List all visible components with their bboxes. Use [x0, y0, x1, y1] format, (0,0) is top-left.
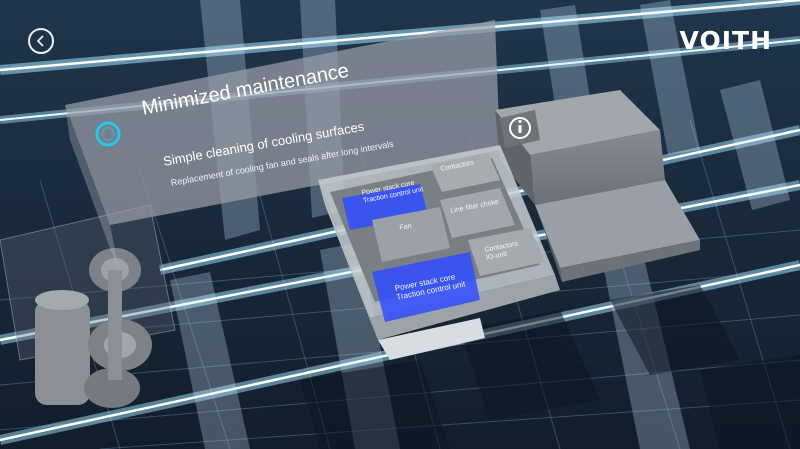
chevron-left-icon: [36, 35, 44, 47]
ring-icon: [95, 121, 121, 147]
back-button[interactable]: [28, 28, 54, 54]
brand-logo: VOITH: [679, 26, 772, 55]
converter-cabinet: [318, 145, 560, 360]
bogie: [0, 204, 176, 408]
floor-blocks: [300, 285, 800, 449]
info-icon[interactable]: [500, 110, 540, 148]
info-panel-background: [65, 20, 500, 225]
